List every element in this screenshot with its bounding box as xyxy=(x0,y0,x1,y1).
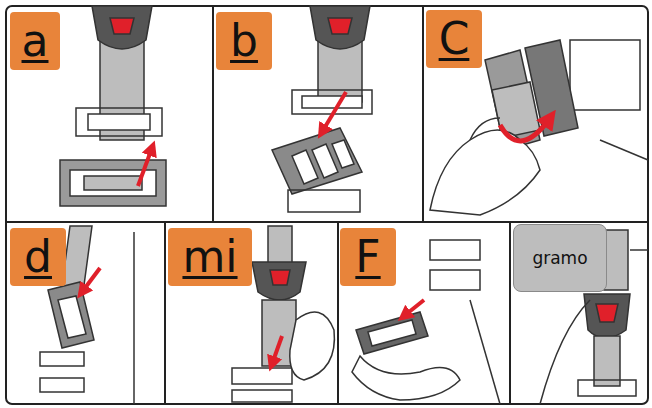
step-badge: C xyxy=(426,10,482,68)
step-badge: F xyxy=(340,228,396,286)
panel-frame xyxy=(6,6,648,404)
label-box: gramo xyxy=(513,224,607,292)
panel-a-art xyxy=(60,6,166,206)
step-badge: a xyxy=(10,12,60,70)
step-label: d xyxy=(24,235,52,279)
step-label: F xyxy=(355,235,380,279)
step-badge: mi xyxy=(168,228,252,286)
panel-b-art xyxy=(272,6,372,212)
step-label: gramo xyxy=(532,250,587,267)
step-badge: b xyxy=(216,12,272,70)
step-label: b xyxy=(230,19,258,63)
step-badge: d xyxy=(10,228,66,286)
step-label: C xyxy=(439,17,470,61)
step-label: a xyxy=(22,19,49,63)
step-label: mi xyxy=(182,235,237,279)
